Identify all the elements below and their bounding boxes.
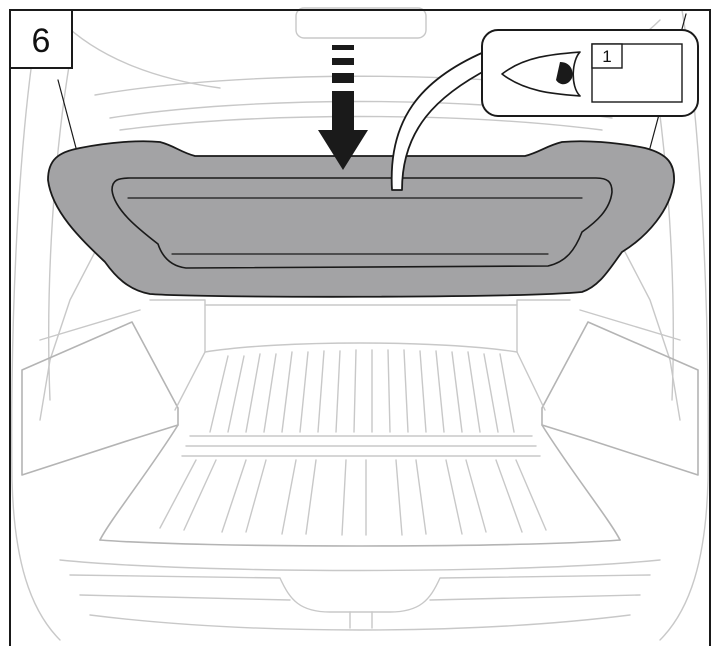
figure-frame	[9, 9, 711, 646]
eye-icon	[501, 51, 581, 97]
floor-ribs-lower	[159, 459, 547, 536]
callout-number: 1	[602, 47, 611, 66]
car-interior-line-art	[11, 7, 709, 641]
step-number-box: 6	[9, 9, 73, 69]
down-arrow-icon	[318, 45, 368, 170]
parcel-shelf	[47, 140, 675, 298]
parcel-shelf-body	[47, 140, 675, 298]
callout-number-box	[591, 43, 623, 69]
parcel-shelf-inner-edge	[111, 177, 613, 269]
detail-callout: 1	[390, 29, 699, 191]
step-number: 6	[32, 22, 51, 60]
floor-ribs-upper	[209, 349, 515, 433]
